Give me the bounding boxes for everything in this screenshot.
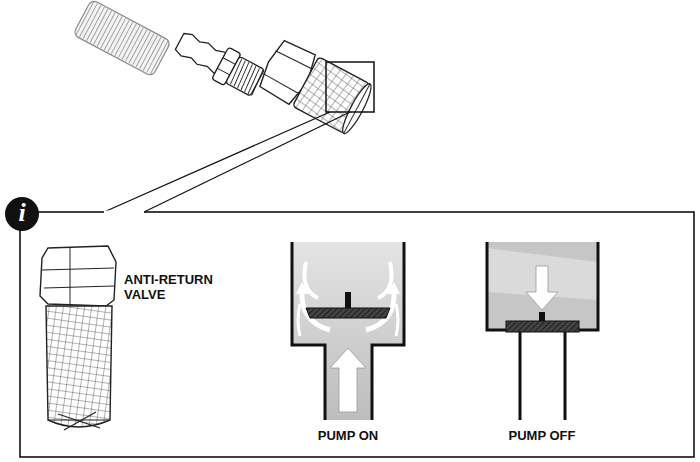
pump-on-section [292,242,404,420]
hose-ribs [125,28,143,62]
hose-ribs [115,22,133,56]
leader-line [104,112,330,212]
hose-ribs [147,39,165,73]
valve-illustration [44,286,114,288]
anti-return-valve [344,84,370,133]
part-name: ANTI-RETURN VALVE [124,272,216,302]
anti-return-valve [276,50,313,70]
pump-on-section [298,304,300,336]
hose-connector [171,26,266,100]
valve-illustration [70,248,71,305]
pump-on-section [396,304,398,336]
pump-on-section [305,262,319,298]
pump-off-section [487,242,598,420]
hose-ribs [122,26,140,60]
pump-on-section [306,308,390,318]
hose-ribs [101,15,119,49]
hose-ribs [94,11,112,45]
info-icon [5,197,39,231]
valve-illustration [64,412,96,430]
hose-ribs [90,9,108,43]
hose-ribs [143,37,161,71]
hose [73,0,171,77]
pump-off-section [506,321,579,332]
hose-ribs [97,13,115,47]
detail-frame [326,62,374,112]
leader-line [144,112,350,212]
hose-ribs [136,33,154,67]
valve-illustration [46,306,112,427]
hose-ribs [83,5,101,39]
pump-on-section [378,262,392,298]
hose-ribs [76,2,168,75]
hose-ribs [129,30,147,64]
hose-ribs [104,17,122,51]
hose-ribs [87,7,105,41]
hose-ribs [76,2,94,36]
anti-return-valve [338,81,375,136]
hose-connector [226,56,265,96]
hose-ribs [150,41,168,75]
callout-panel [20,212,694,457]
panel-joint [104,211,144,214]
state-label: PUMP ON [298,428,398,443]
pump-on-section [345,292,351,308]
valve-illustration [42,268,114,270]
valve-illustration [40,246,116,306]
pump-on-section [292,242,404,420]
hose-ribs [111,20,129,54]
hose-ribs [80,3,98,37]
screw-thread [229,59,265,96]
anti-return-valve [255,37,375,136]
pump-on-section [292,242,404,420]
state-label: PUMP OFF [492,428,592,443]
pump-off-section [487,242,598,330]
pump-off-section [526,266,558,310]
hose-ribs [108,18,126,52]
pump-off-section [487,242,598,420]
anti-return-valve [263,74,300,94]
hose-ribs [133,32,151,66]
pump-on-section [330,348,366,412]
hose-ribs [118,24,136,58]
info-icon-letter: i [10,200,34,226]
hose-connector [217,68,229,75]
hose-ribs [140,35,158,69]
valve-illustration [40,246,116,430]
hose [73,0,171,77]
hose-connector [223,58,235,65]
